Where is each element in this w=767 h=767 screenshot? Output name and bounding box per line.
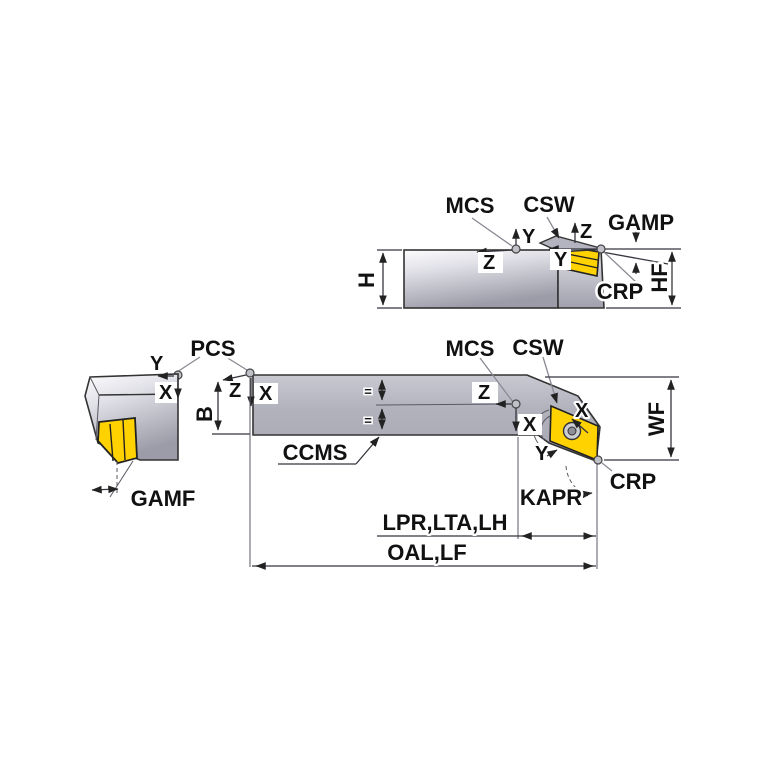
label-y-axis-front: Y xyxy=(150,353,164,375)
mcs-point-marker-top xyxy=(511,399,521,409)
crp-y-axis-arrow-top xyxy=(546,449,558,459)
label-z-axis-pcs-top: Z xyxy=(229,380,241,402)
csw-leader-top xyxy=(542,356,558,404)
label-y-axis-mcs-side: Y xyxy=(522,226,536,248)
label-gamp: GAMP xyxy=(608,210,674,235)
label-box xyxy=(478,252,503,273)
label-mcs-side: MCS xyxy=(446,193,495,218)
gamp-slant-line xyxy=(601,251,669,265)
crp-leader xyxy=(603,251,637,283)
label-crp-top: CRP xyxy=(610,469,656,494)
label-csw-side: CSW xyxy=(523,192,575,217)
gamf-edge-extension xyxy=(109,460,134,498)
label-y-axis-crp-side: Y xyxy=(554,249,568,271)
csw-leader xyxy=(546,216,560,239)
label-box xyxy=(155,382,177,403)
centerline xyxy=(375,403,513,406)
label-oal-lf: OAL,LF xyxy=(387,540,466,565)
front-view: Y X GAMF xyxy=(84,351,198,514)
label-kapr: KAPR xyxy=(520,485,582,510)
gamf-angle-arrow xyxy=(91,485,119,494)
label-x-axis-crp-top: X xyxy=(575,400,589,422)
label-x-axis-pcs-top: X xyxy=(259,383,273,405)
insert-screw-hole xyxy=(567,426,577,436)
label-box xyxy=(550,249,571,270)
label-hf: HF xyxy=(647,263,672,292)
label-ccms: CCMS xyxy=(283,440,348,465)
label-b: B xyxy=(192,406,217,422)
label-x-axis-mcs-top: X xyxy=(523,414,537,436)
insert-stripe xyxy=(109,423,114,462)
crp-point-marker xyxy=(596,244,606,254)
ccms-leader xyxy=(355,436,380,465)
side-view: MCS CSW GAMP CRP H HF Y Z Z Y xyxy=(352,190,681,309)
label-z-axis-mcs-side: Z xyxy=(483,252,495,274)
label-h: H xyxy=(354,272,379,288)
label-box xyxy=(254,383,278,404)
label-gamf: GAMF xyxy=(131,486,196,511)
pcs-point-marker xyxy=(245,368,255,378)
label-pcs: PCS xyxy=(190,336,235,361)
top-view: = = xyxy=(173,333,679,570)
crp-x-axis-arrow-top xyxy=(571,418,589,434)
mcs-leader-top xyxy=(479,357,514,403)
label-box xyxy=(518,414,542,435)
pcs-leader xyxy=(225,356,248,371)
mcs-leader xyxy=(471,217,513,247)
equal-mark-top: = xyxy=(364,384,372,399)
insert-front xyxy=(97,416,138,465)
label-x-axis-front: X xyxy=(159,382,173,404)
pcs-leader xyxy=(176,356,201,373)
label-z-axis-crp-side: Z xyxy=(580,221,592,243)
crp-point-marker-top xyxy=(593,455,603,465)
facet-line xyxy=(95,394,100,441)
insert-stripe xyxy=(122,419,126,461)
label-y-axis-crp-top: Y xyxy=(535,443,549,465)
label-mcs-top: MCS xyxy=(446,336,495,361)
kapr-arrow xyxy=(581,490,593,499)
label-lpr-lta-lh: LPR,LTA,LH xyxy=(382,510,507,535)
label-wf: WF xyxy=(644,402,669,436)
label-z-axis-mcs-top: Z xyxy=(478,382,490,404)
label-csw-top: CSW xyxy=(512,335,564,360)
label-box xyxy=(472,382,498,403)
crp-leader-top xyxy=(601,462,613,472)
mcs-z-axis-arrow xyxy=(476,247,514,256)
pcs-z-axis-arrow xyxy=(222,374,247,382)
facet-line xyxy=(89,376,100,396)
mcs-point-marker xyxy=(511,244,521,254)
label-crp-side: CRP xyxy=(597,279,643,304)
equal-mark-bottom: = xyxy=(364,413,372,428)
